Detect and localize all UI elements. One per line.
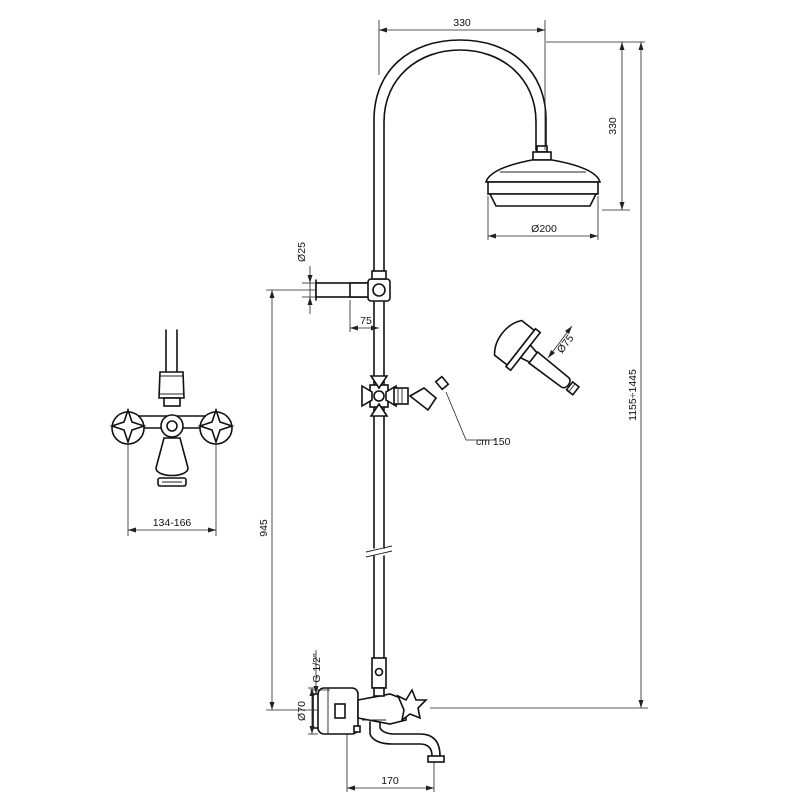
shower-head bbox=[484, 145, 602, 207]
slider-with-cross-handle bbox=[361, 375, 438, 417]
bath-mixer bbox=[312, 657, 445, 763]
riser-pipe bbox=[365, 299, 393, 659]
dimension-lines bbox=[127, 20, 648, 792]
label-hose-length: cm 150 bbox=[476, 436, 511, 448]
label-wall-centers: 134-166 bbox=[153, 517, 192, 529]
label-thread: G 1/2" bbox=[311, 653, 323, 683]
label-head-diameter: Ø200 bbox=[531, 223, 557, 235]
label-total-height: 1155÷1445 bbox=[627, 369, 639, 421]
label-handshower-diameter: Ø75 bbox=[555, 333, 577, 356]
hand-shower bbox=[493, 319, 581, 396]
label-bracket-offset: 75 bbox=[360, 315, 372, 327]
label-bracket-height: 945 bbox=[258, 519, 270, 537]
label-head-drop: 330 bbox=[607, 117, 619, 135]
wall-bracket bbox=[315, 270, 391, 302]
mixer-front-view bbox=[109, 329, 235, 487]
shower-hose-connector bbox=[434, 375, 450, 391]
label-body-diameter: Ø70 bbox=[296, 701, 308, 721]
gooseneck-arm bbox=[373, 39, 547, 279]
label-pipe-diameter: Ø25 bbox=[296, 242, 308, 262]
label-spout-reach: 170 bbox=[381, 775, 399, 787]
label-arm-reach: 330 bbox=[453, 17, 471, 29]
